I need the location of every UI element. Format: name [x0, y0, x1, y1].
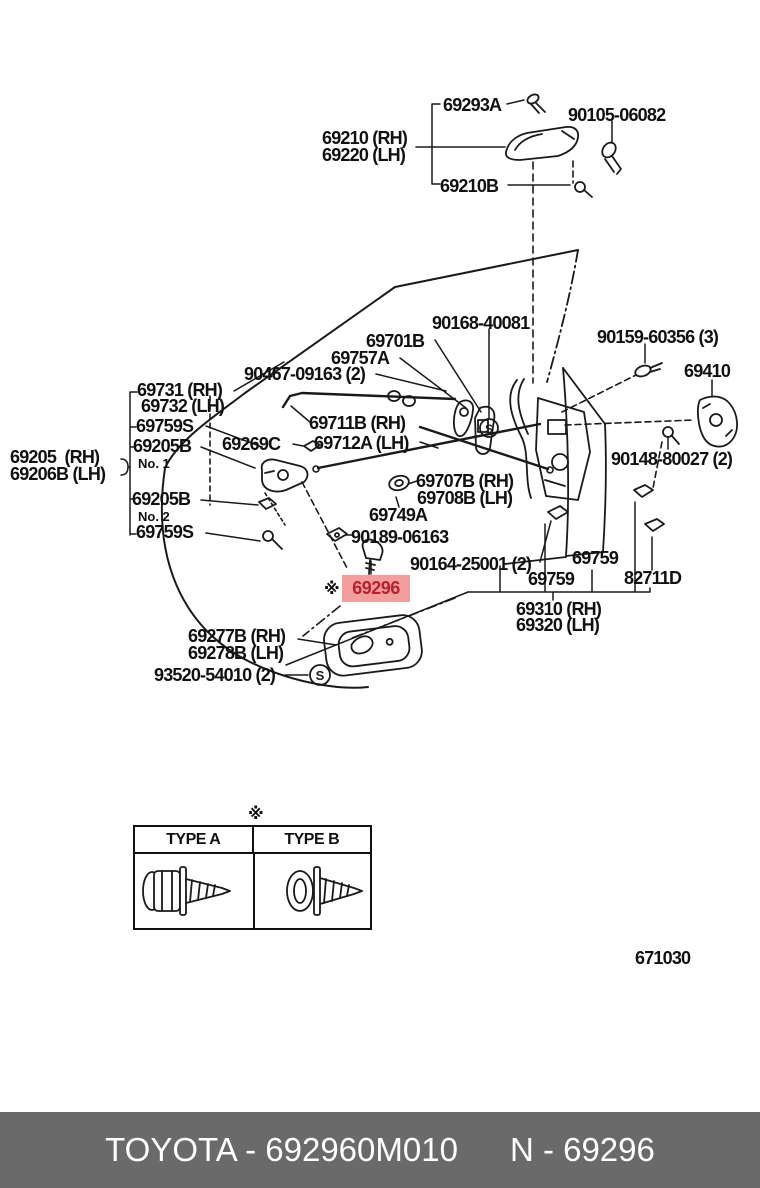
- part-label-90164-25001: 90164-25001 (2): [410, 554, 532, 574]
- striker-69701b-glyph: [474, 405, 496, 455]
- figure-number: 671030: [635, 948, 691, 968]
- table-divider: [253, 852, 255, 928]
- clip-90164-glyph: [547, 505, 569, 520]
- part-label-69711B: 69711B (RH): [309, 413, 406, 433]
- type-a-header: TYPE A: [135, 827, 254, 852]
- hinge-clip-glyph: [258, 497, 277, 510]
- part-label-69759-a: 69759: [572, 548, 619, 568]
- type-a-screw-glyph: [142, 866, 231, 916]
- footer-bar: TOYOTA - 692960M010 N - 69296: [0, 1112, 760, 1188]
- part-label-69707B: 69707B (RH): [416, 471, 514, 491]
- part-label-82711D: 82711D: [624, 568, 682, 588]
- circled-s-90168: S: [479, 418, 499, 438]
- part-label-69701B: 69701B: [366, 331, 425, 351]
- clip-69269c-glyph: [303, 440, 321, 452]
- bell-69296-glyph: [361, 538, 384, 575]
- part-label-90189-06163: 90189-06163: [351, 527, 449, 547]
- grommets-90467-glyph: [387, 390, 416, 407]
- part-label-69757A: 69757A: [331, 348, 390, 368]
- bolt-69293a-glyph: [526, 93, 546, 114]
- footer-part-ref: N - 69296: [509, 1131, 655, 1168]
- part-label-69269C: 69269C: [222, 434, 281, 454]
- part-69757a-glyph: [452, 399, 474, 437]
- rod-69711-glyph: [281, 391, 457, 409]
- part-label-69708B: 69708B (LH): [417, 488, 513, 508]
- clip-82711d-glyph: [644, 518, 665, 532]
- part-label-69320: 69320 (LH): [516, 615, 600, 635]
- grommet-69707b-glyph: [388, 474, 410, 492]
- clip-69759-a-glyph: [633, 484, 654, 498]
- part-label-no1: No. 1: [138, 456, 170, 471]
- circled-s-93520: S: [309, 664, 331, 686]
- bracket-69410-glyph: [697, 395, 738, 448]
- fastener-type-table-header: TYPE A TYPE B: [135, 827, 370, 854]
- part-label-69759S-2: 69759S: [136, 522, 194, 542]
- type-b-header: TYPE B: [284, 830, 340, 848]
- part-label-69293A: 69293A: [443, 95, 502, 115]
- highlighted-part-number: 69296: [352, 578, 400, 598]
- part-label-69205B-1: 69205B: [133, 436, 192, 456]
- hinge-screw-glyph: [262, 530, 283, 550]
- screw-69210b-glyph: [574, 181, 593, 198]
- bolt-90105-glyph: [601, 141, 622, 175]
- screw-90148-glyph: [662, 426, 680, 445]
- part-label-90159-60356: 90159-60356 (3): [597, 327, 719, 347]
- part-label-90467-09163: 90467-09163 (2): [244, 364, 366, 384]
- part-label-90148-80027: 90148-80027 (2): [611, 449, 733, 469]
- svg-text:S: S: [485, 422, 493, 436]
- part-label-69759-b: 69759: [528, 569, 575, 589]
- part-label-93520-54010: 93520-54010 (2): [154, 665, 276, 685]
- part-label-69278B: 69278B (LH): [188, 643, 284, 663]
- footer-brand-part-number: TOYOTA - 692960M010: [105, 1131, 458, 1168]
- svg-text:S: S: [316, 668, 325, 683]
- outside-door-handle-glyph: [505, 125, 579, 161]
- part-label-69759S-1: 69759S: [136, 416, 194, 436]
- screw-90159-glyph: [634, 362, 663, 378]
- part-label-69310: 69310 (RH): [516, 599, 602, 619]
- part-label-69210B: 69210B: [440, 176, 499, 196]
- part-label-69731: 69731 (RH): [137, 380, 223, 400]
- part-label-69749A: 69749A: [369, 505, 428, 525]
- ref-mark-table: ※: [248, 806, 264, 823]
- fastener-type-table: TYPE A TYPE B: [133, 825, 372, 930]
- part-label-90168-40081: 90168-40081: [432, 313, 530, 333]
- part-label-69277B: 69277B (RH): [188, 626, 286, 646]
- lock-assembly-glyph: [509, 378, 591, 501]
- clip-90189-glyph: [326, 527, 348, 542]
- inner-handle-bezel-glyph: [323, 614, 423, 677]
- type-b-screw-glyph: [286, 866, 363, 916]
- part-label-69732: 69732 (LH): [141, 396, 225, 416]
- part-label-no2: No. 2: [138, 509, 170, 524]
- ref-mark-69296: ※: [324, 581, 340, 598]
- part-label-69410: 69410: [684, 361, 731, 381]
- part-label-69206B: 69206B (LH): [10, 464, 106, 484]
- hinge-upper-glyph: [260, 458, 309, 493]
- part-label-69205: 69205 (RH): [10, 447, 100, 467]
- part-label-69210: 69210 (RH): [322, 128, 408, 148]
- part-label-69712A: 69712A (LH): [314, 433, 409, 453]
- part-label-69220: 69220 (LH): [322, 145, 406, 165]
- leader-lines: [120, 99, 713, 676]
- part-label-90105-06082: 90105-06082: [568, 105, 666, 125]
- highlighted-part-label-69296: 69296: [342, 575, 410, 602]
- part-label-69205B-2: 69205B: [132, 489, 191, 509]
